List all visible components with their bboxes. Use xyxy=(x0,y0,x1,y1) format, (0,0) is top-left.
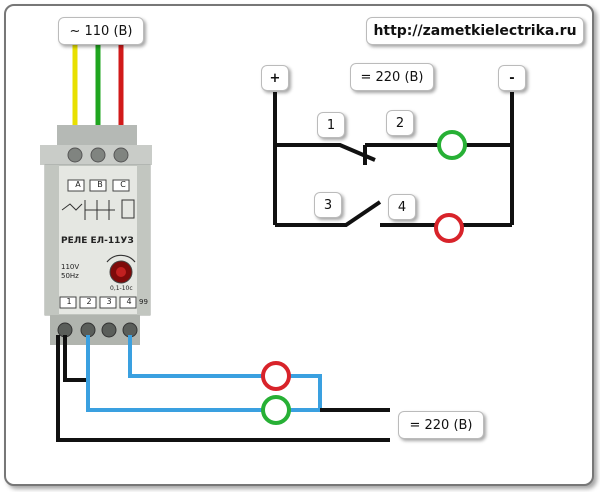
relay-terminal-2: 2 xyxy=(86,297,92,306)
relay-terminal-b: B xyxy=(97,180,103,189)
relay-body xyxy=(40,125,152,345)
contact-label-4: 4 xyxy=(388,194,416,220)
contact-label-3: 3 xyxy=(314,192,342,218)
green-lamp-schematic xyxy=(437,130,467,160)
red-lamp-schematic xyxy=(434,213,464,243)
contact-label-1: 1 xyxy=(317,112,345,138)
relay-terminal-1: 1 xyxy=(66,297,72,306)
relay-time-range: 0,1-10с xyxy=(110,285,133,292)
bottom-voltage-label: = 220 (B) xyxy=(398,411,484,439)
contact-schematic xyxy=(273,92,514,227)
blue-wire-red-lamp xyxy=(128,335,322,410)
red-lamp-bottom xyxy=(261,361,291,391)
green-lamp-bottom xyxy=(261,395,291,425)
dc-voltage-label: = 220 (B) xyxy=(350,63,434,91)
relay-terminal-4: 4 xyxy=(126,297,132,306)
relay-rating-frequency: 50Hz xyxy=(61,272,79,280)
contact-label-2: 2 xyxy=(386,110,414,136)
minus-terminal-label: - xyxy=(498,65,526,91)
coil-voltage-label: ~ 110 (B) xyxy=(58,17,144,45)
site-url: http://zametkielectrika.ru xyxy=(366,17,584,45)
relay-model: РЕЛЕ ЕЛ-11УЗ xyxy=(61,236,134,246)
relay-terminal-c: C xyxy=(120,180,126,189)
relay-mark: 99 xyxy=(139,298,148,306)
blue-wire-green-lamp xyxy=(86,335,390,412)
relay-terminal-3: 3 xyxy=(106,297,112,306)
relay-rating-voltage: 110V xyxy=(61,263,80,271)
plus-terminal-label: + xyxy=(261,65,289,91)
relay-terminal-a: A xyxy=(75,180,81,189)
black-supply-wire-bottom xyxy=(56,335,390,442)
